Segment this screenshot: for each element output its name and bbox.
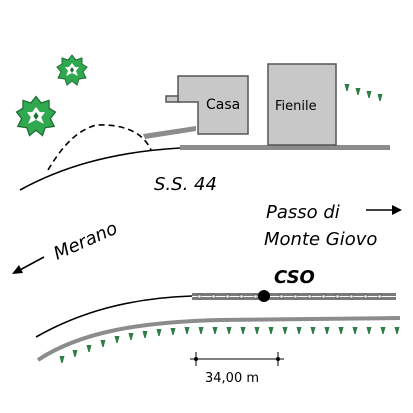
tree-icon xyxy=(56,54,88,86)
station-marker xyxy=(258,290,270,302)
upper-road-line xyxy=(19,147,181,191)
arrow-right-icon xyxy=(366,205,402,215)
lower-road-edge xyxy=(36,316,401,362)
fienile-building xyxy=(267,63,337,146)
railway-track xyxy=(192,293,396,300)
fienile-label: Fienile xyxy=(275,99,317,114)
casa-building xyxy=(165,75,249,135)
casa-label: Casa xyxy=(206,97,240,113)
arrow-down-left-icon xyxy=(12,256,45,274)
road-name-label: S.S. 44 xyxy=(154,174,217,195)
destination-east-line1: Passo di xyxy=(266,202,340,223)
distance-dimension xyxy=(190,352,284,366)
destination-west-label: Merano xyxy=(50,218,120,265)
dashed-hill-outline xyxy=(47,124,152,171)
tree-icon xyxy=(15,95,57,137)
station-label: CSO xyxy=(274,267,315,288)
destination-east-line2: Monte Giovo xyxy=(264,229,377,250)
upper-road-shoulder xyxy=(180,145,390,150)
lower-road-line xyxy=(35,295,193,338)
distance-label: 34,00 m xyxy=(205,371,259,386)
grass-tuft-icon xyxy=(344,84,383,101)
driveway xyxy=(143,126,196,139)
